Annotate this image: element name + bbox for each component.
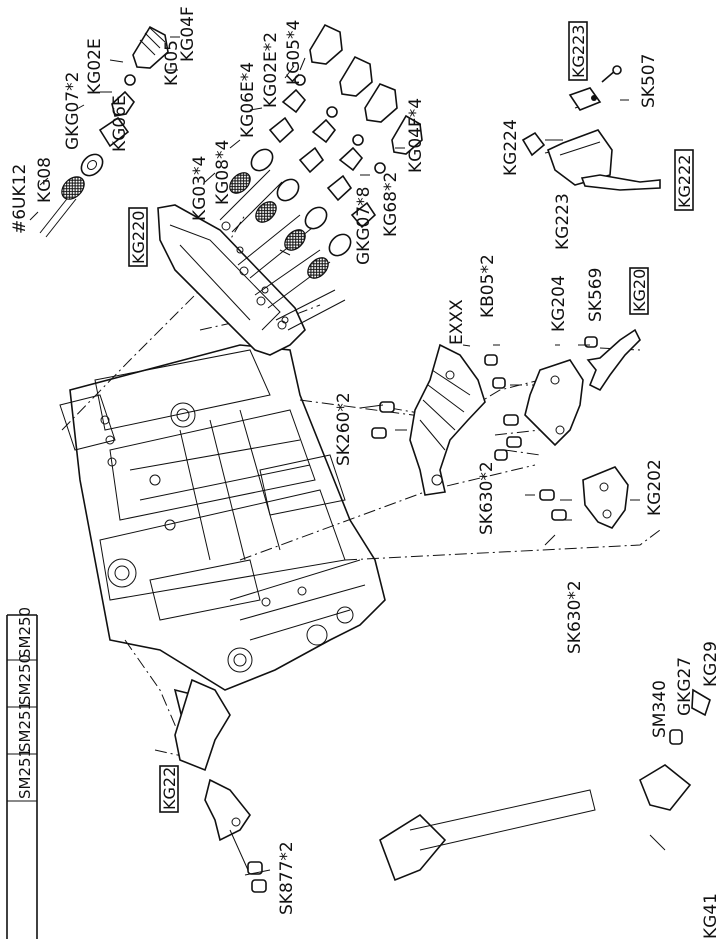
box-kg20 (629, 267, 649, 315)
label-gkg07-2: GKG07*2 (63, 72, 83, 150)
kg202-block (539, 466, 629, 529)
label-gkg07-8: GKG07*8 (354, 187, 374, 265)
label-kg04f-4: KG04F*4 (406, 98, 426, 173)
box-kg220 (128, 207, 148, 267)
exxx-plate (371, 343, 506, 496)
label-kg02e: KG02E (85, 38, 105, 95)
box-kg223-top (568, 21, 588, 81)
label-kg08-4: KG08*4 (213, 140, 233, 205)
model-table: SM250 SM250 SM251 SM251 (6, 607, 38, 939)
part-labels: KG04F KG05 KG02E KG06E GKG07*2 KG08 #6UK… (10, 6, 717, 939)
model-cell-4: SM251 (16, 748, 34, 799)
label-sk569: SK569 (586, 268, 606, 322)
kg204-block (494, 359, 584, 461)
label-kg204: KG204 (549, 275, 569, 332)
label-kg06e-4: KG06E*4 (238, 62, 258, 138)
label-kg02e-2: KG02E*2 (261, 32, 281, 108)
kg223-assembly (521, 65, 661, 191)
label-kg06e: KG06E (110, 95, 130, 152)
label-kg20: KG20 (630, 269, 649, 312)
leaders (29, 36, 666, 876)
label-exxx: EXXX (447, 299, 467, 345)
label-kb05-2: KB05*2 (478, 254, 498, 318)
model-cell-1: SM250 (16, 607, 34, 658)
tension-stack-multi (229, 23, 423, 279)
label-kg05: KG05 (162, 40, 182, 86)
label-kg222: KG222 (675, 155, 694, 208)
label-kg29: KG29 (701, 641, 717, 687)
label-kg22: KG22 (160, 767, 179, 810)
label-kg68-2: KG68*2 (381, 172, 401, 237)
kg20-lever (584, 328, 641, 392)
tension-stack-single (39, 25, 169, 238)
label-kg05-4: KG05*4 (284, 20, 304, 85)
model-cell-2: SM250 (16, 654, 34, 705)
label-kg223: KG223 (553, 193, 573, 250)
label-sk507: SK507 (639, 54, 659, 108)
label-kg202: KG202 (645, 459, 665, 516)
label-sk877-2: SK877*2 (277, 841, 297, 915)
label-sk630-2a: SK630*2 (477, 461, 497, 535)
housing-body (59, 344, 386, 691)
box-kg22 (159, 765, 179, 813)
model-cell-3: SM251 (16, 701, 34, 752)
label-sm340: SM340 (650, 680, 670, 738)
label-kg08: KG08 (35, 157, 55, 203)
label-kg224: KG224 (501, 119, 521, 176)
label-kg220: KG220 (129, 211, 148, 264)
label-kg03-4: KG03*4 (190, 156, 210, 221)
label-kg41: KG41 (701, 893, 717, 939)
box-kg222-top (674, 149, 694, 211)
label-gkg27: GKG27 (675, 657, 695, 716)
label-kg04f: KG04F (178, 6, 198, 62)
label-kg223-box: KG223 (569, 25, 588, 78)
kg22-assembly (173, 678, 267, 893)
label-sk260-2: SK260*2 (334, 392, 354, 466)
label-6uk12: #6UK12 (10, 164, 30, 234)
bottom-link (379, 688, 711, 882)
label-sk630-2b: SK630*2 (565, 580, 585, 654)
